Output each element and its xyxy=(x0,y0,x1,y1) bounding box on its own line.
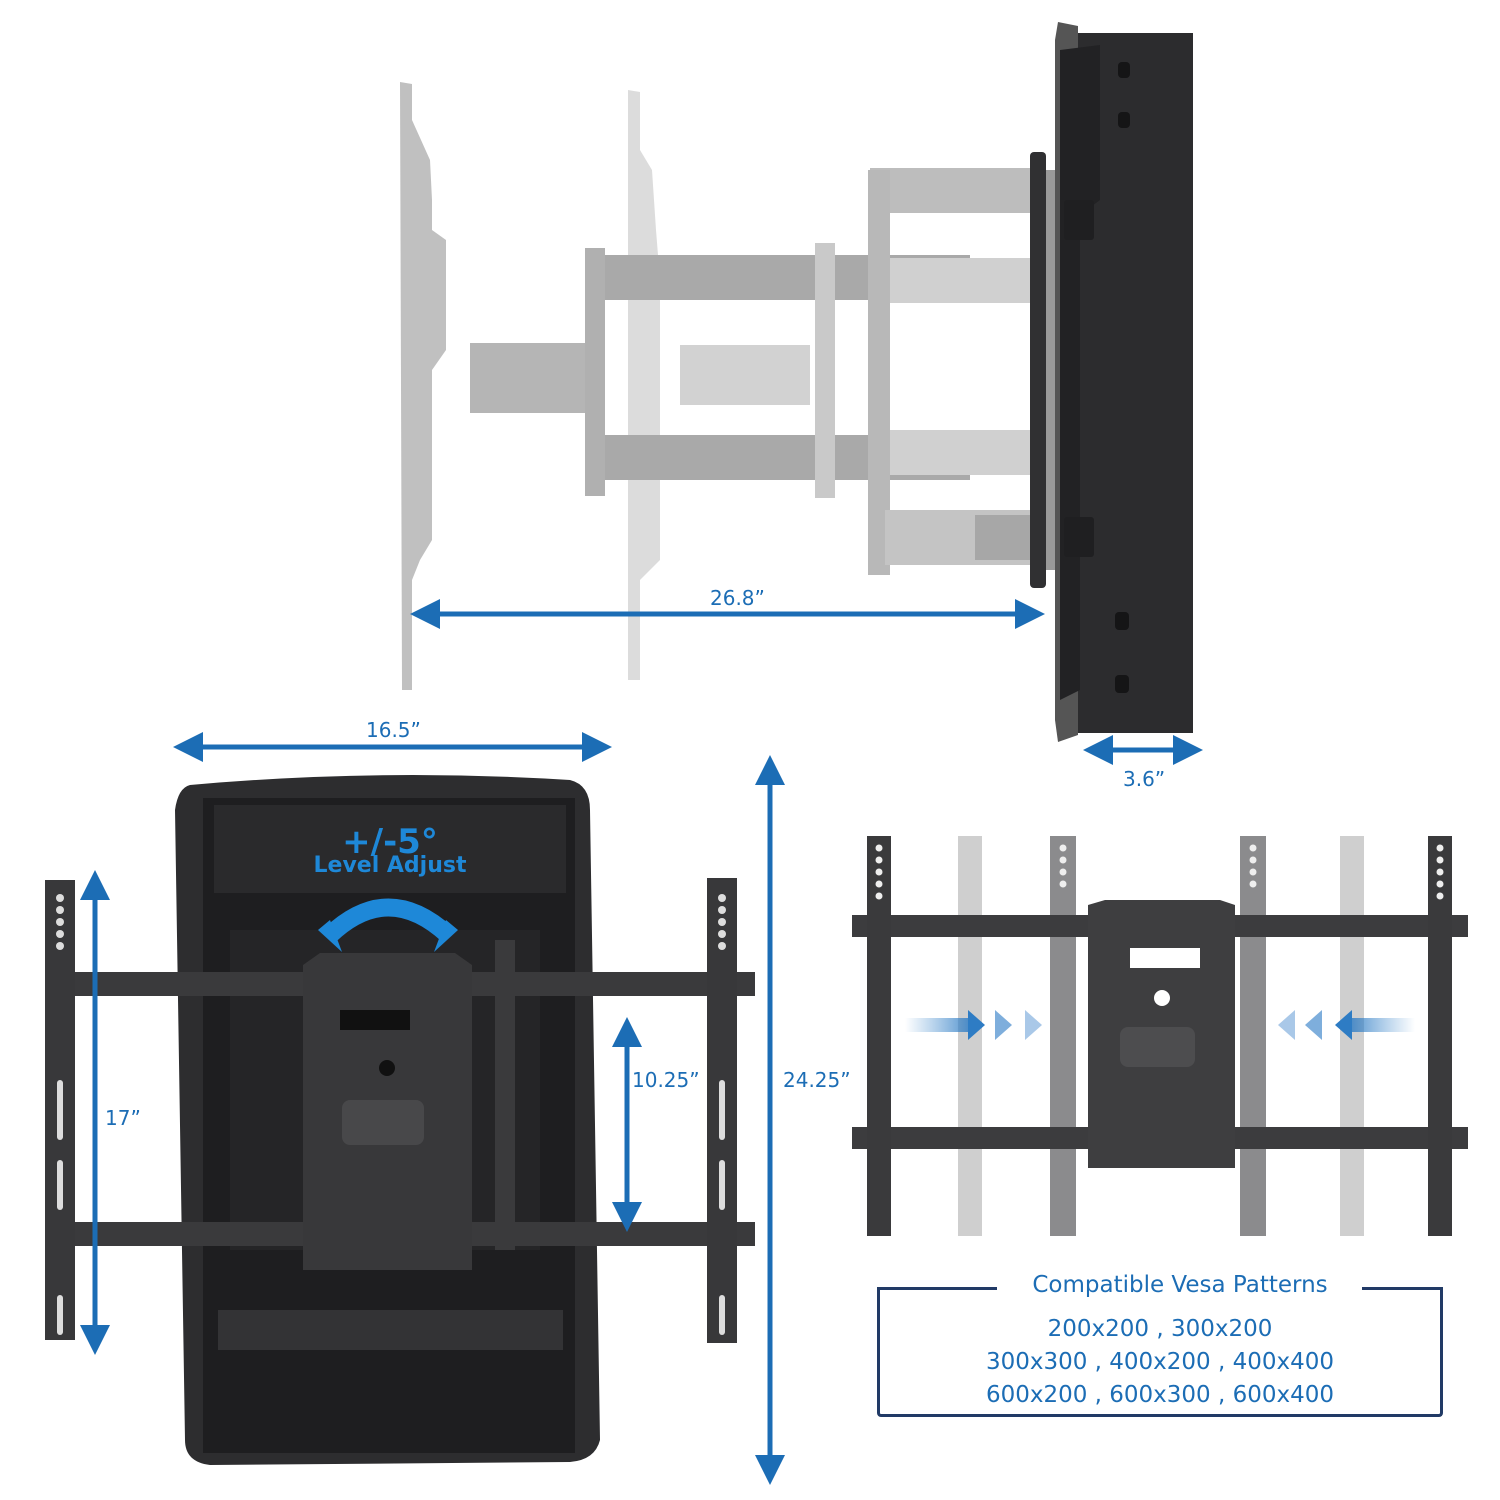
vesa-row: 300x300 , 400x200 , 400x400 xyxy=(985,1349,1335,1375)
vesa-box-top-right-rule xyxy=(1362,1287,1440,1290)
vesa-patterns-box xyxy=(877,1287,1443,1417)
vesa-adjust-view xyxy=(852,836,1468,1236)
vesa-row: 200x200 , 300x200 xyxy=(1047,1316,1273,1342)
plate-height-dimension-label: 10.25” xyxy=(632,1068,700,1092)
vesa-box-top-left-rule xyxy=(877,1287,997,1290)
width-dimension-label: 16.5” xyxy=(366,718,421,742)
extension-dimension-label: 26.8” xyxy=(710,586,765,610)
rail-height-dimension-label: 17” xyxy=(105,1106,141,1130)
vesa-patterns-list: 200x200 , 300x200 300x300 , 400x200 , 40… xyxy=(900,1313,1420,1412)
tilt-caption-label: Level Adjust xyxy=(313,853,467,878)
depth-dimension-label: 3.6” xyxy=(1123,767,1166,791)
vesa-row: 600x200 , 600x300 , 600x400 xyxy=(985,1382,1335,1408)
side-profile-view xyxy=(400,22,1203,765)
vesa-patterns-title: Compatible Vesa Patterns xyxy=(1032,1272,1328,1298)
tilt-value-label: +/-5° xyxy=(342,822,438,862)
overall-height-dimension-label: 24.25” xyxy=(783,1068,851,1092)
slide-inward-arrow-right xyxy=(1345,1018,1415,1032)
slide-inward-arrow-left xyxy=(905,1018,975,1032)
front-view xyxy=(45,732,785,1485)
